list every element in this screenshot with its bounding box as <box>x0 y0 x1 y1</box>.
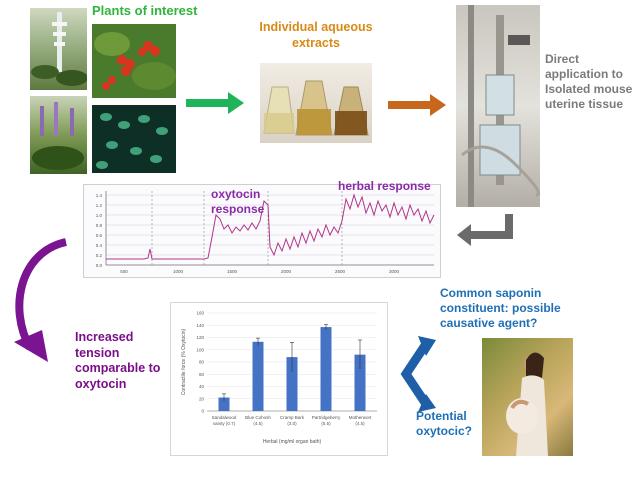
organ-bath-apparatus-photo <box>456 5 540 207</box>
bar-category-label: Motherwort <box>349 415 372 420</box>
plant-photo-red-berries <box>92 24 176 98</box>
application-label: Direct application to Isolated mouse ute… <box>545 52 633 111</box>
bar-category-label: Sandalwood <box>212 415 237 420</box>
trace-y-tick: 0.4 <box>96 243 103 248</box>
bar-category-label: Partridgeberry <box>312 415 341 420</box>
trace-y-tick: 1.0 <box>96 213 103 218</box>
contraction-trace: 1.4 1.2 1.0 0.8 0.6 0.4 0.2 0.0 500 1000 1500 2000… <box>83 184 441 278</box>
trace-x-tick: 3000 <box>389 269 400 274</box>
bar-y-axis-label: Contractile force (% Oxytocin) <box>181 328 187 395</box>
bar-y-tick: 100 <box>196 347 204 352</box>
grey-arrow-left <box>457 214 513 246</box>
trace-y-tick: 0.2 <box>96 253 103 258</box>
trace-y-tick: 0.8 <box>96 223 103 228</box>
extracts-label: Individual aqueous extracts <box>259 20 373 50</box>
bar <box>286 357 298 411</box>
orange-arrow-right <box>388 94 446 116</box>
bar-y-tick: 80 <box>199 360 205 365</box>
bar-y-tick: 160 <box>196 311 204 316</box>
bar-y-tick: 0 <box>201 409 204 414</box>
plant-photo-tall-flower <box>30 8 87 90</box>
bar <box>252 341 264 411</box>
plant-photo-green-vine <box>92 105 176 173</box>
bar-category-label: (5.5) <box>321 421 331 426</box>
bar-category-label: vanity (0.7) <box>213 421 236 426</box>
bar-category-label: (4.5) <box>355 421 365 426</box>
purple-curved-arrow <box>14 238 68 362</box>
trace-x-tick: 2500 <box>335 269 346 274</box>
saponin-label: Common saponin constituent: possible cau… <box>440 286 561 330</box>
extracts-flasks-photo <box>260 63 372 143</box>
bar-y-tick: 20 <box>199 396 205 401</box>
plant-photo-purple-flowers <box>30 96 87 174</box>
trace-y-tick: 0.0 <box>96 263 103 268</box>
oxytocic-label: Potential oxytocic? <box>416 409 473 438</box>
trace-x-tick: 1500 <box>227 269 238 274</box>
trace-x-tick: 500 <box>120 269 128 274</box>
trace-y-tick: 0.6 <box>96 233 103 238</box>
bar <box>354 354 366 411</box>
bar-category-label: (3.0) <box>287 421 297 426</box>
trace-x-tick: 2000 <box>281 269 292 274</box>
bar-category-label: Cramp Bark <box>280 415 305 420</box>
bar-y-tick: 140 <box>196 323 204 328</box>
bar <box>218 397 230 411</box>
herbal-response-label: herbal response <box>338 179 431 193</box>
green-arrow-right <box>186 92 244 114</box>
trace-y-tick: 1.2 <box>96 203 103 208</box>
blue-chevron-arrows <box>400 336 436 412</box>
bar-category-label: (4.5) <box>253 421 263 426</box>
oxytocin-response-label: oxytocin response <box>211 187 265 216</box>
bar-y-tick: 40 <box>199 384 205 389</box>
trace-y-tick: 1.4 <box>96 193 103 198</box>
bar-y-tick: 60 <box>199 372 205 377</box>
bar <box>320 327 332 411</box>
trace-svg: 1.4 1.2 1.0 0.8 0.6 0.4 0.2 0.0 500 1000 1500 2000… <box>96 191 435 274</box>
pregnant-woman-photo <box>482 338 573 456</box>
bar-x-axis-label: Herbal (mg/ml organ bath) <box>263 439 322 445</box>
bar-y-tick: 120 <box>196 335 204 340</box>
increased-tension-label: Increased tension comparable to oxytocin <box>75 330 161 391</box>
trace-x-tick: 1000 <box>173 269 184 274</box>
bar-category-label: Blue Cohosh <box>245 415 271 420</box>
plants-of-interest-label: Plants of interest <box>92 3 198 18</box>
